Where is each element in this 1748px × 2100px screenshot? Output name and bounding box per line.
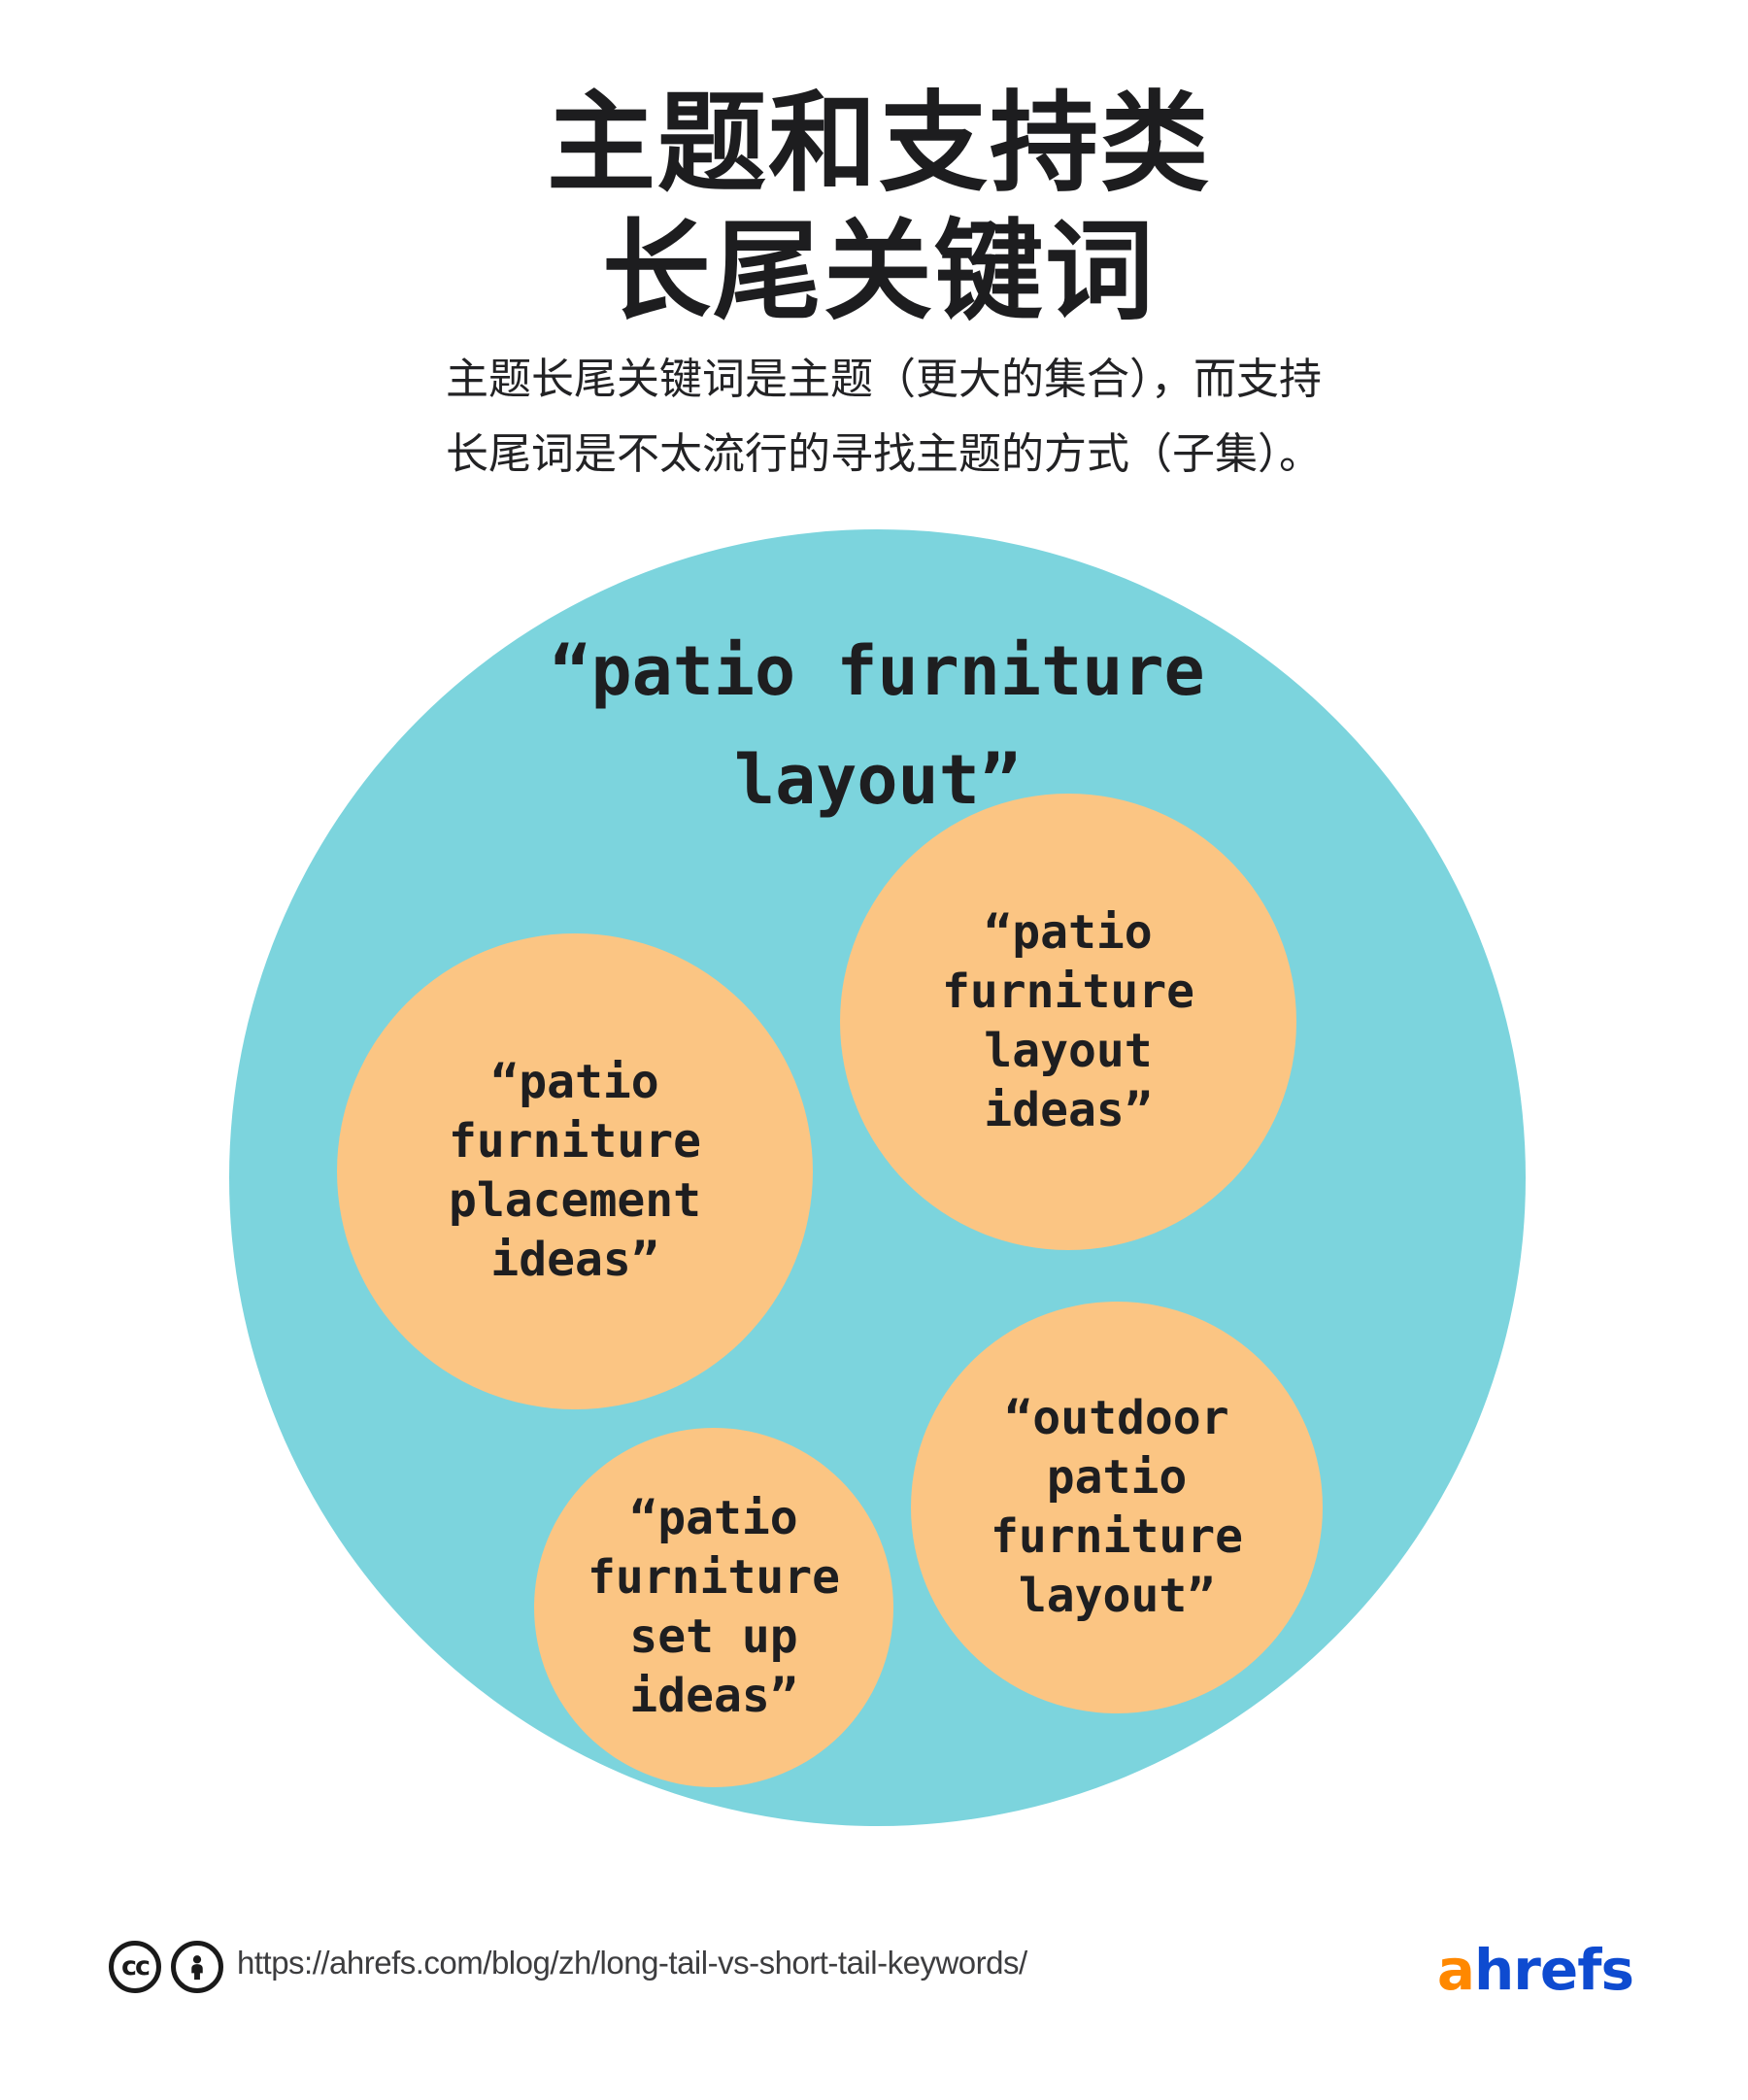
inner-circle-patio-furniture-set-up-ideas: “patio furniture set up ideas”: [534, 1428, 893, 1787]
page-title: 主题和支持类 长尾关键词: [0, 80, 1748, 336]
footer: cc https://ahrefs.com/blog/zh/long-tail-…: [0, 1937, 1748, 2003]
inner-circle-label: “patio furniture layout ideas”: [941, 905, 1195, 1137]
inner-circle-patio-furniture-placement-ideas: “patio furniture placement ideas”: [337, 933, 813, 1409]
subtitle-line1: 主题长尾关键词是主题（更大的集合），而支持: [446, 356, 1322, 403]
cc-icon: cc: [109, 1941, 161, 1993]
source-url: https://ahrefs.com/blog/zh/long-tail-vs-…: [237, 1945, 1027, 1981]
page-title-line1: 主题和支持类: [547, 83, 1211, 204]
ahrefs-logo-a: a: [1436, 1937, 1475, 2003]
subtitle-line2: 长尾词是不太流行的寻找主题的方式（子集）。: [446, 430, 1322, 478]
inner-circle-label: “patio furniture set up ideas”: [587, 1491, 841, 1723]
ahrefs-logo-hrefs: hrefs: [1474, 1937, 1634, 2003]
inner-circle-patio-furniture-layout-ideas: “patio furniture layout ideas”: [840, 794, 1296, 1250]
inner-circle-outdoor-patio-furniture-layout: “outdoor patio furniture layout”: [911, 1302, 1323, 1713]
page-title-line2: 长尾关键词: [602, 211, 1156, 333]
ahrefs-logo: ahrefs: [1436, 1937, 1634, 2003]
subtitle: 主题长尾关键词是主题（更大的集合），而支持 长尾词是不太流行的寻找主题的方式（子…: [0, 342, 1748, 491]
inner-circle-label: “patio furniture placement ideas”: [448, 1055, 702, 1287]
cc-icon-glyph: cc: [120, 1950, 151, 1981]
outer-circle-label: “patio furniture layout”: [550, 631, 1205, 820]
attribution-icon: [171, 1941, 223, 1993]
inner-circle-label: “outdoor patio furniture layout”: [990, 1391, 1244, 1623]
